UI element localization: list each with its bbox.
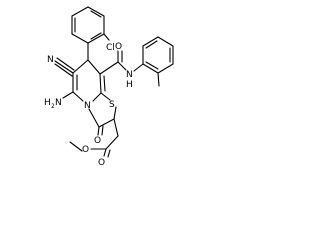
chlorophenyl-ring: [71, 6, 105, 44]
ester-carbonyl-o-label: O: [98, 158, 105, 168]
molecule-structure: Cl N H 2 N N S O: [44, 6, 174, 168]
ester-o-label: O: [82, 145, 89, 155]
h2n-n-label: N: [55, 98, 62, 108]
amide-n-label: N: [126, 70, 133, 80]
amide-h-label: H: [126, 80, 133, 90]
pyridine-ring: [72, 59, 106, 102]
h2n-h-label: H: [44, 98, 51, 108]
methyl-acetate-chain: O O: [69, 118, 119, 168]
lactam-o-label: O: [94, 136, 101, 146]
ring-n-label: N: [84, 101, 91, 111]
tolyl-methyl-bond: [157, 72, 160, 87]
nitrile-group: N: [47, 55, 75, 77]
thiazolidinone-ring: [88, 92, 117, 128]
cl-label: Cl: [106, 43, 115, 53]
h2n-subscript: 2: [51, 103, 55, 110]
lactam-carbonyl: O: [94, 125, 104, 146]
chloro-substituent: Cl: [103, 33, 115, 53]
amino-group: H 2 N: [44, 91, 74, 110]
carboxamide-group: O N H: [99, 42, 144, 90]
amide-o-label: O: [115, 42, 122, 52]
nitrile-n-label: N: [47, 55, 54, 65]
tolyl-ring: [142, 36, 174, 74]
ring-s-label: S: [109, 100, 115, 110]
